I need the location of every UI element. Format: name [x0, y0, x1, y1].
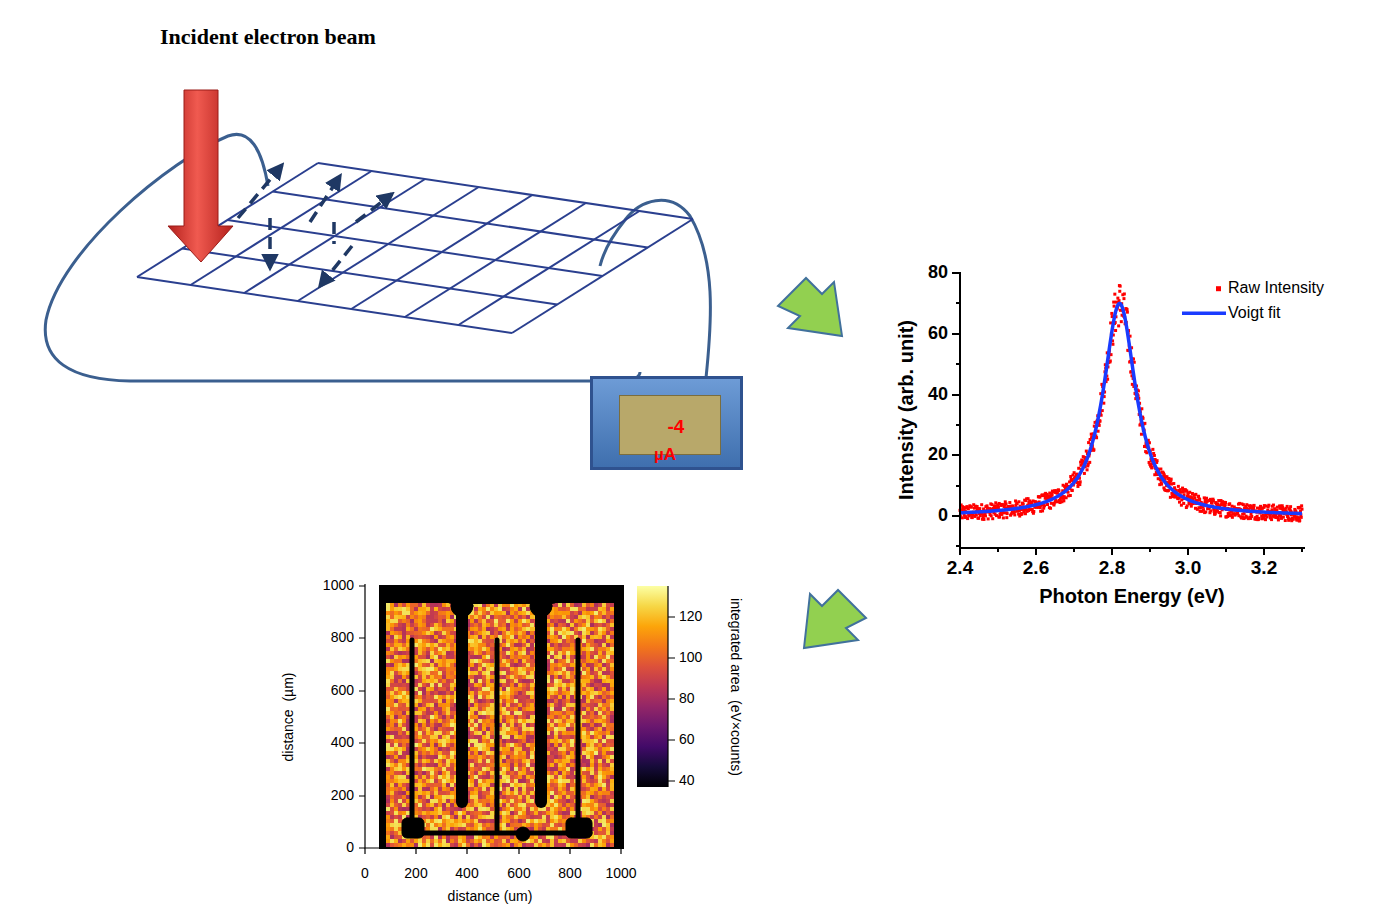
figure-stage: Incident electron beam8060402002.42.62.8…	[0, 0, 1389, 909]
